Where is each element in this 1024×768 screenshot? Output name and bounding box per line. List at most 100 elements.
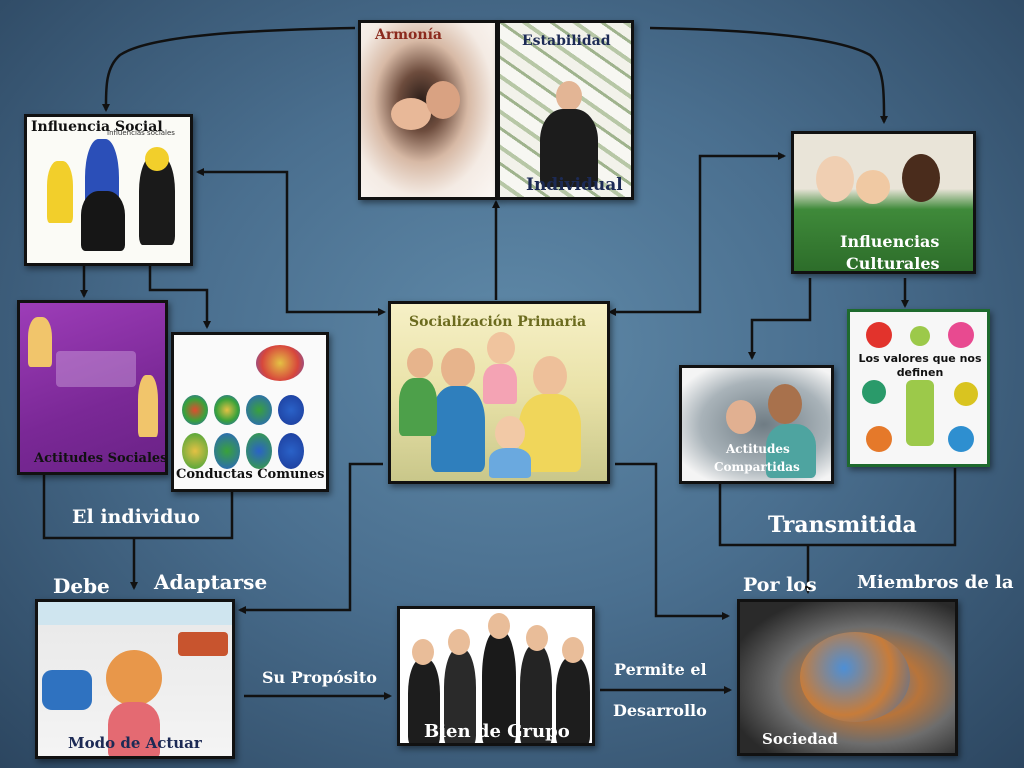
arrow-top-to-influencias-culturales (649, 26, 889, 124)
label-socializacion-primaria: Socialización Primaria (409, 314, 587, 330)
brain-icon (256, 345, 304, 381)
label-actitudes-sociales: Actitudes Sociales (34, 451, 168, 466)
node-estabilidad: Estabilidad Individual (497, 20, 634, 200)
globe-hands-icon (800, 632, 910, 722)
label-estabilidad: Estabilidad (522, 33, 611, 49)
label-bien-de-grupo: Bien de Grupo (424, 721, 570, 742)
boy-shirt-icon (399, 378, 437, 436)
brain-scan-1-icon (182, 395, 208, 425)
caption-transmitida: Transmitida (768, 512, 917, 538)
label-influencias-sociales-sub: Influencias sociales (107, 129, 175, 137)
bracket-transmitida (718, 468, 957, 547)
baby-face-icon-2 (856, 170, 890, 204)
node-armonia: Armonía (358, 20, 498, 200)
girl-face-icon (495, 416, 525, 450)
node-influencias-culturales: Influencias Culturales (791, 131, 976, 274)
girl-shirt-icon (489, 448, 531, 478)
mother-face-icon-2 (533, 356, 567, 396)
man-face-icon (556, 81, 582, 111)
arrow-to-actitudes-compartidas (748, 278, 812, 360)
value-circle-yellow-icon (954, 382, 978, 406)
label-compartidas: Compartidas (714, 460, 800, 474)
bracket-el-individuo (42, 475, 234, 540)
group-person-4-icon (520, 645, 552, 743)
group-face-4-icon (526, 625, 548, 651)
value-circle-orange-icon (866, 426, 892, 452)
group-person-3-icon (482, 631, 516, 743)
label-modo-de-actuar: Modo de Actuar (68, 734, 202, 752)
caption-desarrollo: Desarrollo (613, 701, 707, 720)
brain-scan-6-icon (214, 433, 240, 469)
value-circle-pink-icon (948, 322, 974, 348)
label-armonia: Armonía (375, 27, 442, 43)
girl-face-icon-2 (726, 400, 756, 434)
caption-el-individuo: El individuo (72, 506, 200, 528)
caption-adaptarse: Adaptarse (154, 570, 268, 594)
group-person-1-icon (408, 659, 440, 743)
woman-face-icon (816, 156, 854, 202)
label-actitudes: Actitudes (726, 442, 790, 456)
brain-scan-5-icon (182, 433, 208, 469)
label-individual: Individual (526, 175, 623, 195)
group-face-3-icon (488, 613, 510, 639)
arrow-top-to-influencia-social (101, 26, 356, 112)
label-conductas-comunes: Conductas Comunes (176, 467, 325, 482)
child-face-icon (487, 332, 515, 364)
man-face-icon-2 (902, 154, 940, 202)
cartoon-boy-head-icon (106, 650, 162, 706)
label-influencia-social: Influencia Social (31, 119, 163, 135)
label-sociedad: Sociedad (762, 730, 838, 748)
node-modo-de-actuar: Modo de Actuar (35, 599, 235, 759)
person-silhouette-head-icon (910, 326, 930, 346)
father-face-icon (441, 348, 475, 388)
group-face-1-icon (412, 639, 434, 665)
baby-face-icon (391, 98, 431, 130)
cartoon-dress-icon (81, 191, 125, 251)
arrow-socializacion-to-modo (238, 462, 383, 614)
caption-miembros-de-la: Miembros de la (857, 572, 1014, 593)
boy-face-icon-2 (768, 384, 802, 424)
caption-permite-el: Permite el (614, 660, 707, 679)
caption-por-los: Por los (743, 574, 817, 596)
brain-scan-4-icon (278, 395, 304, 425)
brain-scan-3-icon (246, 395, 272, 425)
node-socializacion-primaria: Socialización Primaria (388, 301, 610, 484)
node-actitudes-sociales: Actitudes Sociales (17, 300, 168, 475)
text-panel-icon (56, 351, 136, 387)
label-influencias: Influencias (840, 232, 940, 251)
arrow-socializacion-influencia-social (196, 168, 386, 316)
node-bien-de-grupo: Bien de Grupo (397, 606, 595, 746)
father-shirt-icon (431, 386, 485, 472)
group-face-5-icon (562, 637, 584, 663)
arrow-to-conductas-comunes (148, 265, 211, 329)
car-icon (42, 670, 92, 710)
value-circle-blue-icon (948, 426, 974, 452)
arrow-socializacion-influencias-culturales (608, 152, 786, 316)
influencias-culturales-image (794, 134, 973, 271)
cartoon-boy-shirt-icon (108, 702, 160, 756)
brain-scan-2-icon (214, 395, 240, 425)
brain-scan-7-icon (246, 433, 272, 469)
girl-figure-icon (28, 317, 52, 367)
node-sociedad: Sociedad (737, 599, 958, 756)
value-circle-teal-icon (862, 380, 886, 404)
caption-su-proposito: Su Propósito (262, 668, 377, 687)
cartoon-family-left-icon (47, 161, 73, 223)
label-culturales: Culturales (846, 254, 940, 273)
group-face-2-icon (448, 629, 470, 655)
node-conductas-comunes: Conductas Comunes (171, 332, 329, 492)
boy-face-icon (407, 348, 433, 378)
mother-face-icon (426, 81, 460, 119)
caption-debe: Debe (53, 574, 110, 598)
label-valores: Los valores que nos definen (856, 352, 984, 380)
arrow-socializacion-to-sociedad (615, 462, 730, 620)
man-suit-icon (540, 109, 598, 187)
cart-icon (178, 632, 228, 656)
brain-scan-8-icon (278, 433, 304, 469)
value-circle-red-icon (866, 322, 892, 348)
person-silhouette-body-icon (906, 380, 934, 446)
boy-figure-icon (138, 375, 158, 437)
boy-shirt-icon-2 (766, 424, 816, 478)
node-valores: Los valores que nos definen (847, 309, 990, 467)
